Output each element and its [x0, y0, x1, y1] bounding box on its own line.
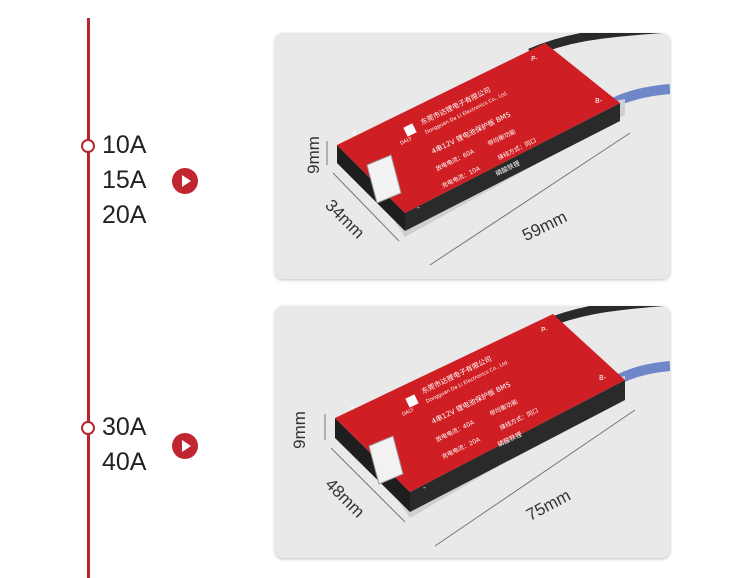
rating-label: 40A: [102, 448, 147, 476]
timeline-node: [81, 421, 95, 435]
board-side-front: [405, 103, 620, 231]
timeline-node: [81, 139, 95, 153]
pad-b-minus: B-: [599, 374, 607, 382]
rating-label: 30A: [102, 413, 147, 441]
width-dim-label: 48mm: [321, 475, 368, 522]
width-dim-line: [330, 447, 406, 523]
bms-board-illustration: DALY 东莞市达锂电子有限公司 Dongguan Da Li Electron…: [290, 306, 670, 547]
rating-label: 15A: [102, 166, 147, 194]
play-arrow-icon[interactable]: [172, 433, 198, 459]
logo-mark: [403, 123, 417, 137]
height-dim-label: 9mm: [304, 136, 323, 174]
product-card: DALY 东莞市达锂电子有限公司 Dongguan Da Li Electron…: [275, 306, 670, 558]
rating-list: 10A 15A 20A: [102, 128, 146, 233]
logo-text: DALY: [401, 407, 416, 418]
pcb-top: [335, 314, 625, 492]
pad-minus: -: [417, 203, 420, 212]
balance-connector: [366, 154, 402, 204]
play-arrow-icon[interactable]: [172, 168, 198, 194]
length-dim-label: 59mm: [519, 207, 570, 245]
length-dim-label: 75mm: [523, 486, 574, 525]
logo-text: DALY: [399, 136, 414, 147]
rating-label: 10A: [102, 131, 147, 159]
board-side-left: [337, 145, 405, 231]
pad-b-minus: B-: [595, 97, 603, 105]
pcb-top: [337, 43, 620, 213]
pad-p-minus: P-: [541, 326, 548, 334]
width-dim-line: [332, 172, 400, 242]
timeline-line: [87, 18, 90, 578]
pad-plus: +: [349, 403, 356, 412]
pad-minus: -: [423, 483, 426, 492]
height-dim-label: 9mm: [290, 411, 309, 449]
product-card: DALY 东莞市达锂电子有限公司 Dongguan Da Li Electron…: [275, 33, 670, 279]
board-side-left: [335, 418, 410, 512]
length-dim-line: [434, 409, 636, 547]
pad-plus: +: [351, 128, 358, 137]
board-side-front: [410, 380, 625, 512]
balance-connector: [368, 435, 404, 485]
rating-label: 20A: [102, 201, 147, 229]
bms-board-illustration: DALY 东莞市达锂电子有限公司 Dongguan Da Li Electron…: [304, 33, 670, 266]
logo-mark: [405, 394, 419, 408]
rating-list: 30A 40A: [102, 410, 146, 480]
pad-p-minus: P-: [531, 55, 538, 63]
length-dim-line: [429, 132, 631, 266]
